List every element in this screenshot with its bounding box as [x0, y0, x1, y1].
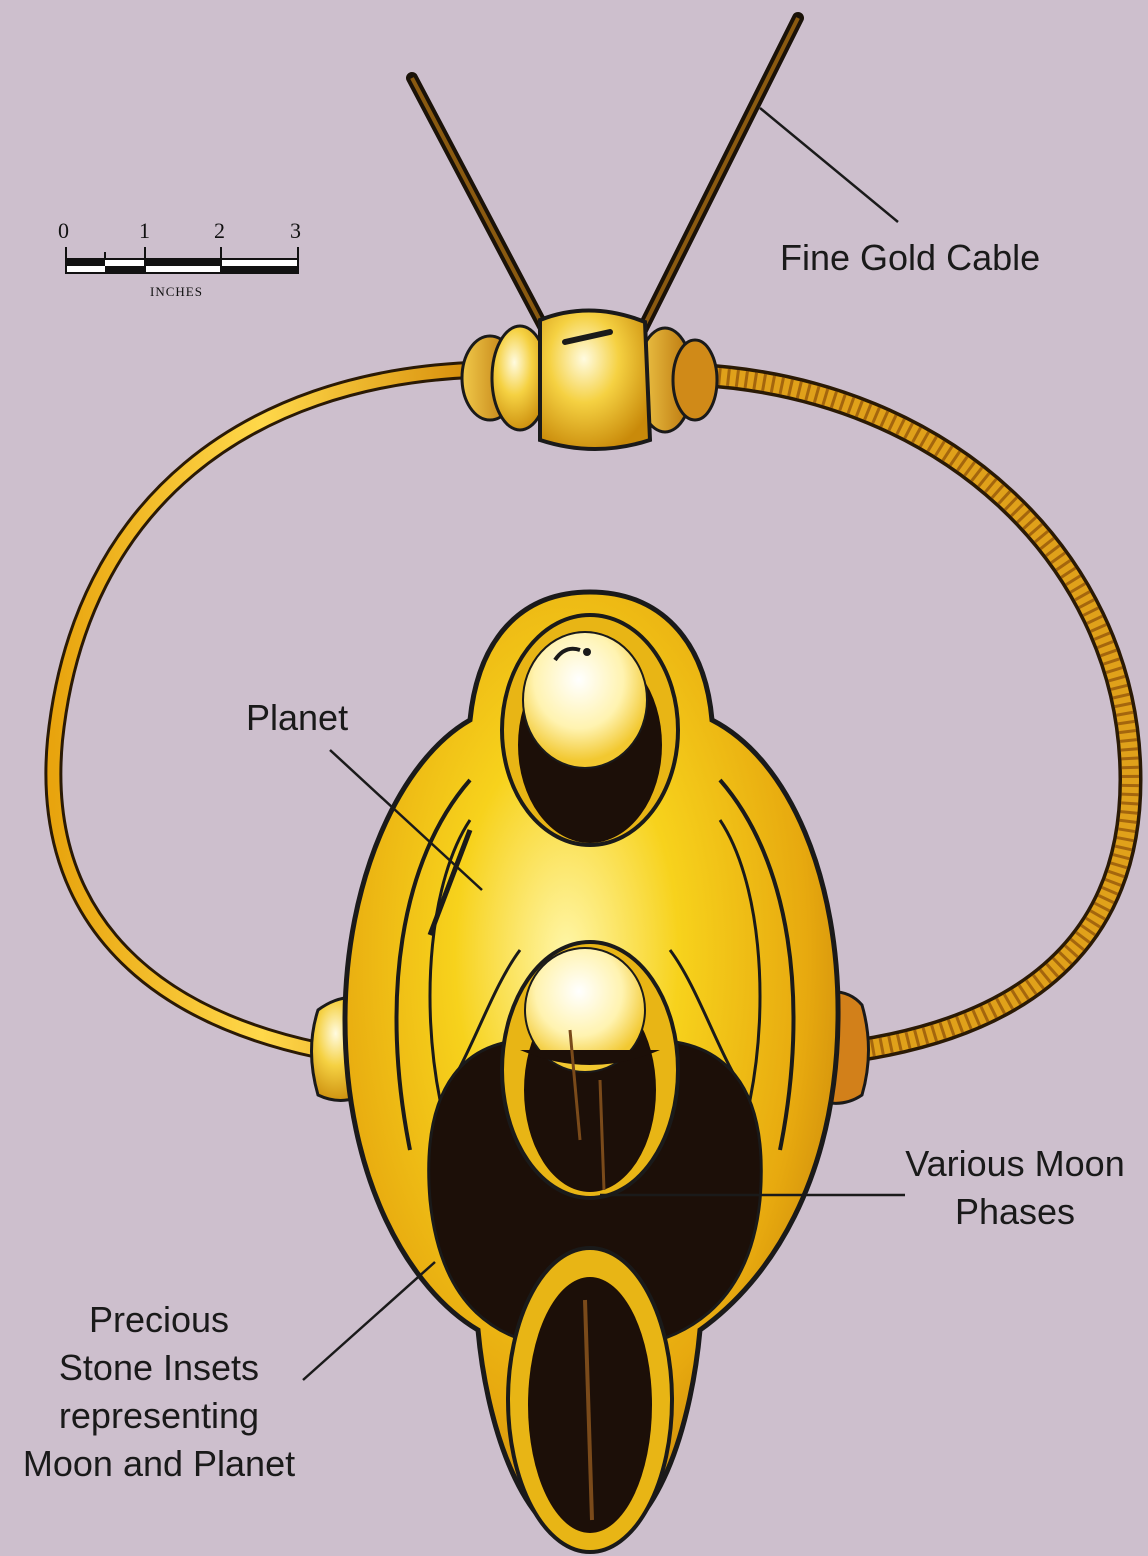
stones-label-line-1: Precious [0, 1296, 318, 1344]
moon-label-line-1: Various Moon [880, 1140, 1148, 1188]
cable-leader [760, 108, 898, 222]
label-planet: Planet [246, 694, 348, 742]
label-precious-stone-insets: Precious Stone Insets representing Moon … [0, 1296, 318, 1488]
scale-unit: INCHES [150, 284, 203, 300]
scale-tick-1: 1 [139, 218, 150, 244]
scale-tick-0: 0 [58, 218, 69, 244]
stones-label-line-3: representing [0, 1392, 318, 1440]
clasp [462, 310, 717, 449]
cable [412, 18, 798, 330]
stones-label-line-2: Stone Insets [0, 1344, 318, 1392]
stones-label-line-4: Moon and Planet [0, 1440, 318, 1488]
moon-label-line-2: Phases [880, 1188, 1148, 1236]
scale-tick-2: 2 [214, 218, 225, 244]
scale-bar [66, 247, 298, 273]
scale-tick-3: 3 [290, 218, 301, 244]
label-fine-gold-cable: Fine Gold Cable [780, 234, 1040, 282]
top-moon-inset [502, 615, 678, 845]
stones-leader [303, 1262, 435, 1380]
label-various-moon-phases: Various Moon Phases [880, 1140, 1148, 1236]
bottom-stone-inset [508, 1248, 672, 1552]
